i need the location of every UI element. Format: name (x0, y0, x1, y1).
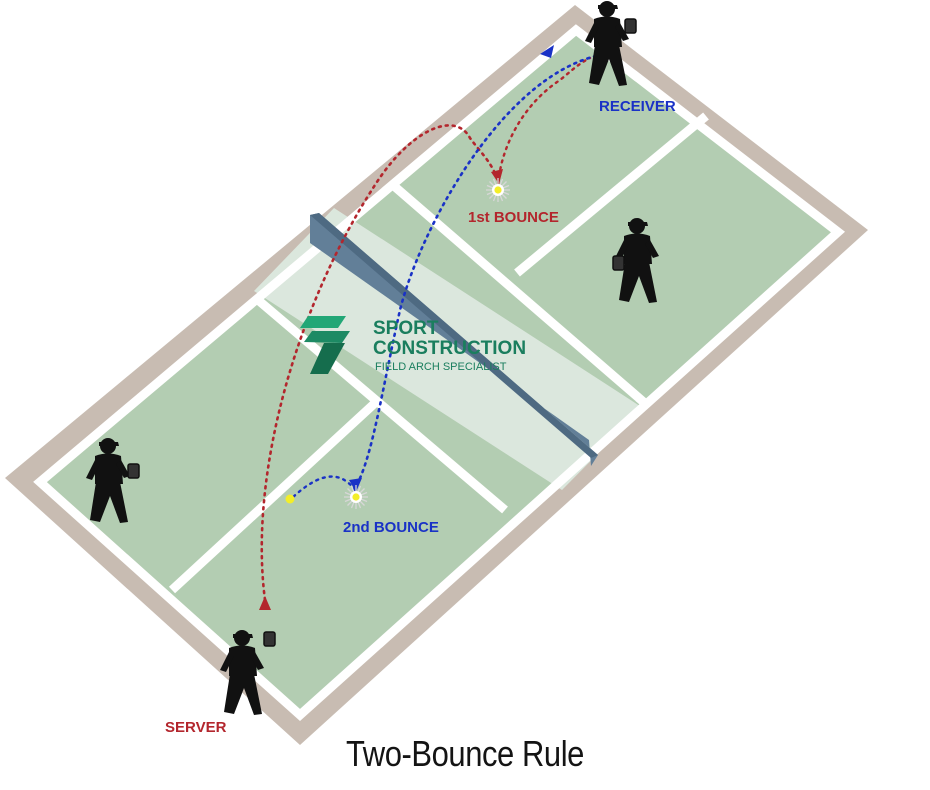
serve-arrow-bounce (491, 169, 503, 184)
serve-trajectory (260, 124, 499, 602)
return-arrow-start (540, 45, 554, 58)
server-player (220, 630, 276, 715)
server-label: SERVER (165, 719, 227, 736)
second-bounce-marker (343, 484, 369, 510)
far-center-line (514, 112, 709, 277)
first-bounce-marker (485, 177, 511, 203)
near-left-player (86, 438, 140, 523)
receiver-to-bounce-trajectory (496, 56, 592, 192)
serve-arrow (259, 596, 271, 610)
logo-tagline: FIELD ARCH SPECIALIST (375, 361, 507, 373)
net-top-edge (310, 213, 598, 458)
logo-line2: CONSTRUCTION (373, 338, 526, 359)
first-bounce-label: 1st BOUNCE (468, 209, 559, 226)
court (5, 5, 868, 745)
receiver-label: RECEIVER (599, 98, 676, 115)
second-bounce-rebound (290, 475, 357, 500)
kitchen-zone (254, 208, 643, 490)
logo-mark (300, 316, 350, 374)
far-right-player (612, 218, 659, 303)
near-kitchen-line (255, 296, 508, 514)
logo-line1: SPORT (373, 318, 439, 339)
near-center-line (168, 399, 379, 594)
ball (285, 494, 295, 504)
diagram-caption: Two-Bounce Rule (346, 733, 584, 774)
second-bounce-label: 2nd BOUNCE (343, 519, 439, 536)
court-boundary-line (33, 24, 846, 722)
return-trajectory (353, 54, 598, 490)
far-kitchen-line (391, 182, 650, 409)
receiver-player (585, 1, 637, 86)
sport-construction-logo: SPORT CONSTRUCTION FIELD ARCH SPECIALIST (300, 316, 526, 374)
